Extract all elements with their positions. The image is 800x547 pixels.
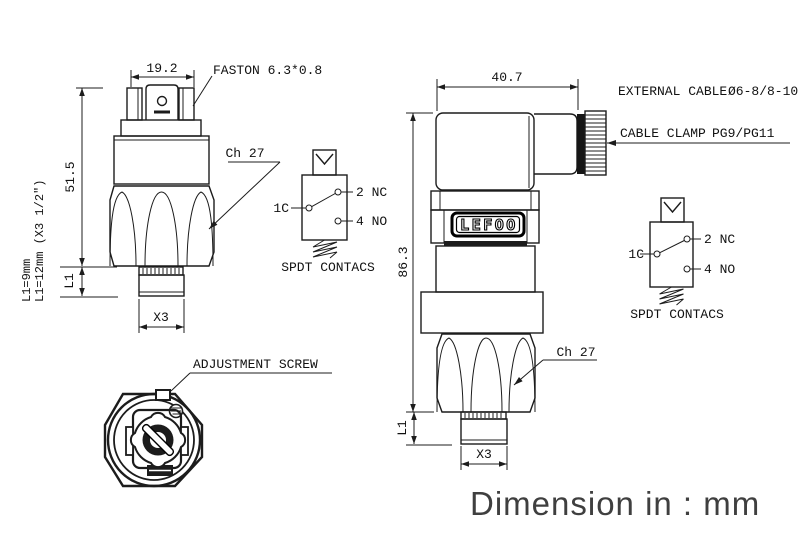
thread-length-note: L1=9mm L1=12mm (X3 1/2") [20, 180, 47, 302]
thread-note-line1: L1=9mm [20, 259, 34, 302]
external-cable-note: EXTERNAL CABLE Ø6-8/8-10 [618, 84, 798, 99]
thread-collar-right [460, 411, 507, 420]
spdt-right-no: 4 NO [704, 262, 735, 277]
cable-clamp-value: PG9/PG11 [712, 126, 775, 141]
switch-box [649, 221, 694, 288]
contact-no [683, 265, 691, 273]
connector-flange [430, 190, 540, 211]
thread-collar [138, 266, 184, 276]
cable-clamp-note: CABLE CLAMP PG9/PG11 [607, 126, 790, 146]
screw-slot [141, 423, 175, 457]
adjustment-screw-label: ADJUSTMENT SCREW [193, 357, 318, 372]
dim-x3-left-value: X3 [153, 310, 169, 325]
dim-86-3: 86.3 [396, 112, 434, 413]
switch-blade [659, 240, 685, 254]
lefoo-badge: LEFOO [450, 211, 526, 238]
hex-nut-right [436, 333, 536, 413]
top-view [103, 389, 204, 488]
cable-seal [577, 114, 585, 174]
dim-40-7: 40.7 [436, 70, 579, 111]
outer-ring [106, 392, 202, 488]
adjustment-screw-head [141, 423, 175, 457]
external-cable-value: Ø6-8/8-10 [728, 84, 798, 99]
mid-body [435, 245, 536, 293]
dim-x3-right-value: X3 [476, 447, 492, 462]
cable-clamp-label: CABLE CLAMP [620, 126, 706, 141]
dim-l1-left: L1 [60, 266, 118, 298]
wide-flange [420, 291, 544, 334]
plunger-arrow-icon [663, 201, 682, 214]
contact-no [334, 217, 342, 225]
pressure-port-right [460, 418, 508, 445]
label-section: LEFOO [430, 209, 540, 246]
dim-51-5-value: 51.5 [63, 161, 78, 192]
contact-nc [334, 188, 342, 196]
ch27-left-label: Ch 27 [225, 146, 264, 161]
dim-51-5: 51.5 [63, 87, 103, 266]
faston-terminals [126, 84, 195, 121]
adjustment-screw-callout: ADJUSTMENT SCREW [170, 357, 332, 392]
dim-40-7-value: 40.7 [491, 70, 522, 85]
switch-blade [311, 193, 336, 208]
upper-body [113, 135, 210, 185]
external-cable-label: EXTERNAL CABLE [618, 84, 727, 99]
spdt-left-nc: 2 NC [356, 185, 387, 200]
faston-label: FASTON 6.3*0.8 [213, 63, 322, 78]
spring-icon [659, 286, 684, 306]
dim-l1-left-value: L1 [62, 273, 77, 289]
ch27-callout-right: Ch 27 [513, 345, 597, 386]
dim-19-2: 19.2 [130, 61, 195, 87]
spdt-diagram-left: 1C 2 NC 4 NO SPDT CONTACS [273, 149, 387, 275]
spdt-left-caption: SPDT CONTACS [281, 260, 375, 275]
left-switch-front-view [109, 84, 215, 297]
spring-icon [312, 239, 338, 259]
thread-note-line2: L1=12mm (X3 1/2") [33, 180, 47, 302]
din-connector-housing [435, 110, 607, 191]
spdt-right-1c: 1C [628, 247, 644, 262]
units-caption: Dimension in : mm [470, 485, 760, 522]
ch27-callout-left: Ch 27 [208, 146, 281, 230]
hex-nut-front [109, 185, 215, 267]
faston-callout: FASTON 6.3*0.8 [192, 63, 322, 107]
inner-ring [113, 399, 195, 481]
contact-1c [305, 204, 313, 212]
spdt-left-no: 4 NO [356, 214, 387, 229]
spdt-right-nc: 2 NC [704, 232, 735, 247]
dim-86-3-value: 86.3 [396, 246, 411, 277]
dim-x3-right: X3 [460, 446, 508, 470]
plunger-arrow-icon [315, 153, 334, 166]
spdt-right-caption: SPDT CONTACS [630, 307, 724, 322]
contact-nc [683, 235, 691, 243]
ch27-right-label: Ch 27 [556, 345, 595, 360]
right-switch-side-view: LEFOO [420, 110, 607, 445]
spdt-left-1c: 1C [273, 201, 289, 216]
contact-1c [653, 250, 661, 258]
switch-box [301, 174, 348, 241]
pressure-port [138, 274, 185, 297]
cable-gland-nut [584, 110, 607, 176]
dim-x3-left: X3 [138, 299, 185, 333]
spdt-diagram-right: 1C 2 NC 4 NO SPDT CONTACS [628, 197, 735, 322]
brand-text: LEFOO [460, 216, 518, 234]
top-tab [155, 389, 171, 401]
separator-band [444, 241, 527, 246]
dim-l1-right: L1 [395, 412, 452, 446]
terminal-base [120, 119, 202, 137]
dim-19-2-value: 19.2 [146, 61, 177, 76]
dim-l1-right-value: L1 [395, 420, 410, 436]
plunger [660, 197, 685, 223]
